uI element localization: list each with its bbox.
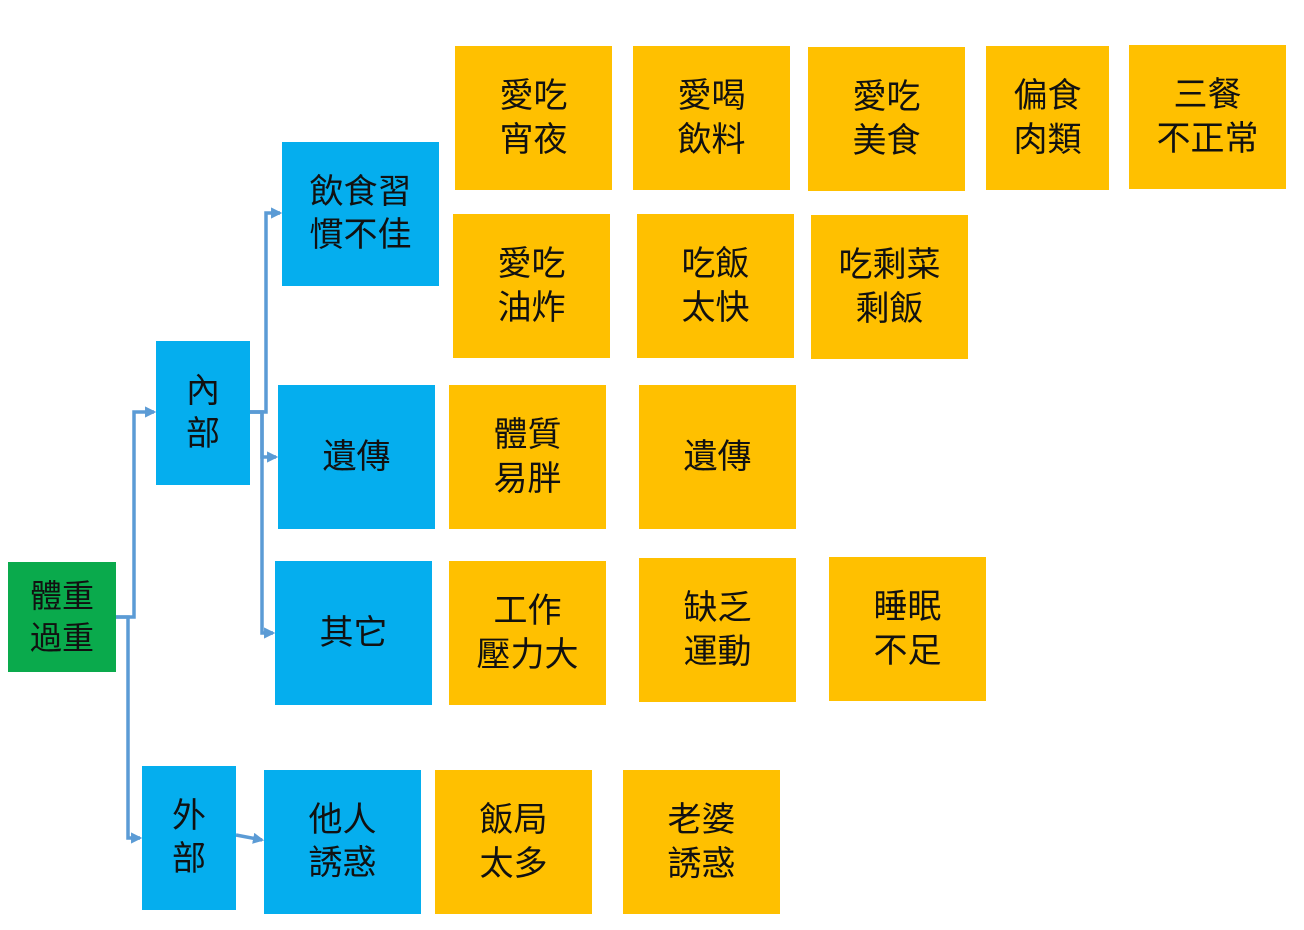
cause-eating-leftovers: 吃剩菜 剩飯 [811,215,968,359]
cause-meat-heavy-diet: 偏食 肉類 [986,46,1109,190]
category-internal: 內 部 [156,341,250,485]
cause-prone-to-weight-gain: 體質 易胖 [449,385,606,529]
cause-lack-of-sleep: 睡眠 不足 [829,557,986,701]
connector-internal-other [250,410,276,639]
cause-fried-food: 愛吃 油炸 [453,214,610,358]
cause-late-night-snacks: 愛吃 宵夜 [455,46,612,190]
cause-eating-too-fast: 吃飯 太快 [637,214,794,358]
category-external: 外 部 [142,766,236,910]
subcategory-poor-eating-habits: 飲食習 慣不佳 [282,142,439,286]
subcategory-other: 其它 [275,561,432,705]
cause-sugary-drinks: 愛喝 飲料 [633,46,790,190]
cause-too-many-dinner-parties: 飯局 太多 [435,770,592,914]
root-node-overweight: 體重 過重 [8,562,116,672]
connector-external-temptation [235,832,265,844]
cause-work-stress: 工作 壓力大 [449,561,606,705]
cause-wife-temptation: 老婆 誘惑 [623,770,780,914]
subcategory-genetics: 遺傳 [278,385,435,529]
connector-root-external [116,615,143,844]
connector-internal-diet [250,207,283,414]
cause-irregular-meals: 三餐 不正常 [1129,45,1286,189]
cause-loves-gourmet-food: 愛吃 美食 [808,47,965,191]
cause-lack-of-exercise: 缺乏 運動 [639,558,796,702]
cause-heredity: 遺傳 [639,385,796,529]
connector-root-internal [116,406,157,619]
subcategory-others-temptation: 他人 誘惑 [264,770,421,914]
